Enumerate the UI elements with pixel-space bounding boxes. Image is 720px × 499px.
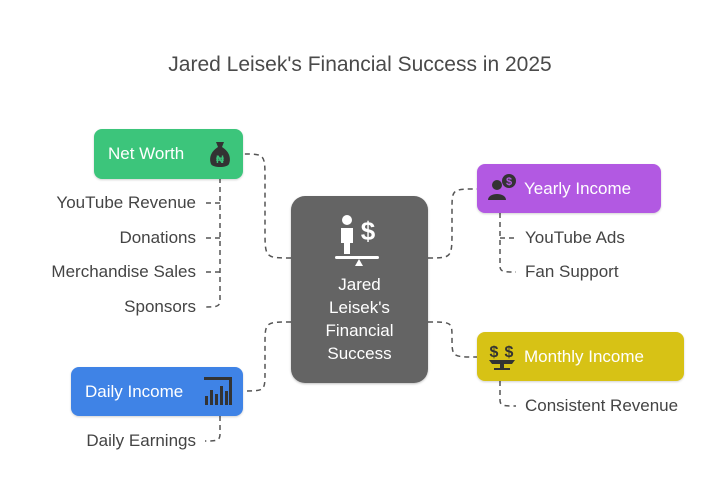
yearly-income-item-fan-support: Fan Support <box>525 262 619 281</box>
svg-text:$: $ <box>506 176 512 188</box>
net-worth-item-youtube-revenue: YouTube Revenue <box>56 193 196 212</box>
net-worth-item-sponsors: Sponsors <box>124 297 196 316</box>
bar-chart-icon <box>203 376 233 411</box>
center-label: Jared Leisek's Financial Success <box>325 275 394 363</box>
yearly-income-node: $ Yearly Income <box>477 164 661 213</box>
yearly-income-label: Yearly Income <box>524 178 632 198</box>
monthly-income-label: Monthly Income <box>524 346 644 366</box>
user-coin-icon: $ <box>487 173 517 208</box>
daily-income-node: Daily Income <box>71 367 243 416</box>
monthly-income-item-consistent-revenue: Consistent Revenue <box>525 396 679 415</box>
net-worth-item-merchandise-sales: Merchandise Sales <box>51 262 196 281</box>
net-worth-label: Net Worth <box>108 144 185 163</box>
daily-income-item-daily-earnings: Daily Earnings <box>86 431 196 450</box>
svg-text:$: $ <box>490 344 499 361</box>
yearly-income-item-youtube-ads: YouTube Ads <box>525 228 625 247</box>
money-bag-icon: ₦ <box>209 139 231 174</box>
diagram-title: Jared Leisek's Financial Success in 2025 <box>168 53 552 76</box>
daily-income-label: Daily Income <box>85 381 184 401</box>
svg-text:₦: ₦ <box>216 154 224 166</box>
svg-text:$: $ <box>361 216 376 246</box>
svg-text:$: $ <box>505 344 514 361</box>
balance-scale-icon: $ <box>331 214 387 271</box>
center-node: $ Jared Leisek's Financial Success <box>291 196 428 383</box>
coins-scale-icon: $ $ <box>487 341 517 376</box>
net-worth-node: Net Worth ₦ <box>94 129 243 179</box>
net-worth-item-donations: Donations <box>119 228 196 247</box>
monthly-income-node: $ $ Monthly Income <box>477 332 684 381</box>
